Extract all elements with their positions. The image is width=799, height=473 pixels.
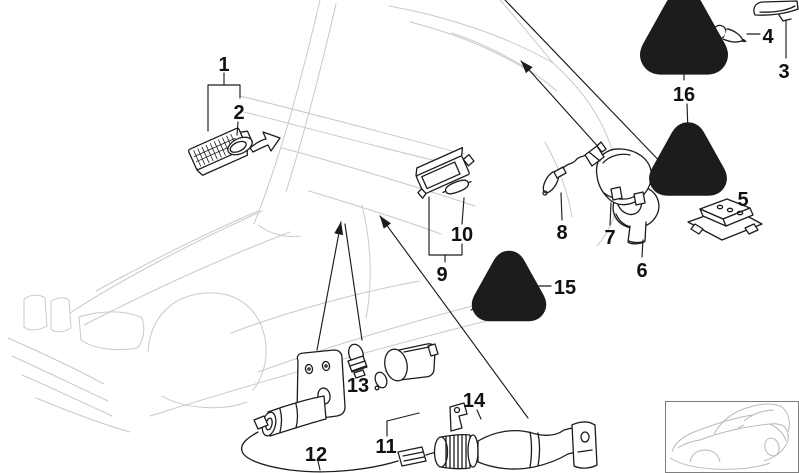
bulb-socket-illustration xyxy=(374,343,439,391)
callout-11[interactable]: 11 xyxy=(375,436,396,458)
callout-14[interactable]: 14 xyxy=(463,390,486,412)
callout-2[interactable]: 2 xyxy=(233,102,244,124)
bulb-warning-triangle-icon xyxy=(471,251,547,322)
callout-5[interactable]: 5 xyxy=(737,189,748,211)
callout-13[interactable]: 13 xyxy=(347,375,369,397)
direction-arrow-icon xyxy=(249,131,281,153)
bulb-warning-triangle-icon xyxy=(640,0,728,75)
arrow-trunk-right xyxy=(344,223,363,341)
arrow-to-sill xyxy=(379,215,529,419)
part-13-bulb-illustration xyxy=(347,343,368,379)
callout-9[interactable]: 9 xyxy=(436,264,447,286)
part-9-housing-illustration xyxy=(415,146,475,199)
car-thumbnail-icon xyxy=(665,401,799,473)
callout-12[interactable]: 12 xyxy=(305,444,327,466)
callout-15[interactable]: 15 xyxy=(554,277,576,299)
callout-6[interactable]: 6 xyxy=(636,260,647,282)
part-14-arm-socket-illustration xyxy=(433,402,598,470)
part-3-housing-illustration xyxy=(753,0,799,22)
part-5-license-lamp-illustration xyxy=(687,198,763,241)
callout-8[interactable]: 8 xyxy=(556,222,567,244)
callout-4[interactable]: 4 xyxy=(762,26,774,48)
callout-10[interactable]: 10 xyxy=(451,224,473,246)
leader-lines xyxy=(207,19,787,471)
arrow-to-rear-deck xyxy=(520,60,603,152)
part-10-bulb-illustration xyxy=(442,179,472,195)
callout-labels: 1 2 3 4 5 6 7 8 9 10 11 12 13 14 15 16 xyxy=(218,26,789,466)
callout-1[interactable]: 1 xyxy=(218,54,229,76)
part-2-bulb-illustration xyxy=(227,136,253,156)
car-outline-sketch xyxy=(7,0,619,433)
part-7-cover-illustration xyxy=(595,148,653,206)
part-illustrations xyxy=(187,0,799,473)
callout-16[interactable]: 16 xyxy=(673,84,695,106)
part-8-bulb-wire-illustration xyxy=(542,141,607,196)
callout-3[interactable]: 3 xyxy=(778,61,789,83)
part-11-trunk-lamp-illustration xyxy=(261,349,346,437)
bulb-warning-triangle-icon xyxy=(649,122,727,196)
callout-7[interactable]: 7 xyxy=(604,227,615,249)
arrow-trunk-left xyxy=(316,221,344,351)
